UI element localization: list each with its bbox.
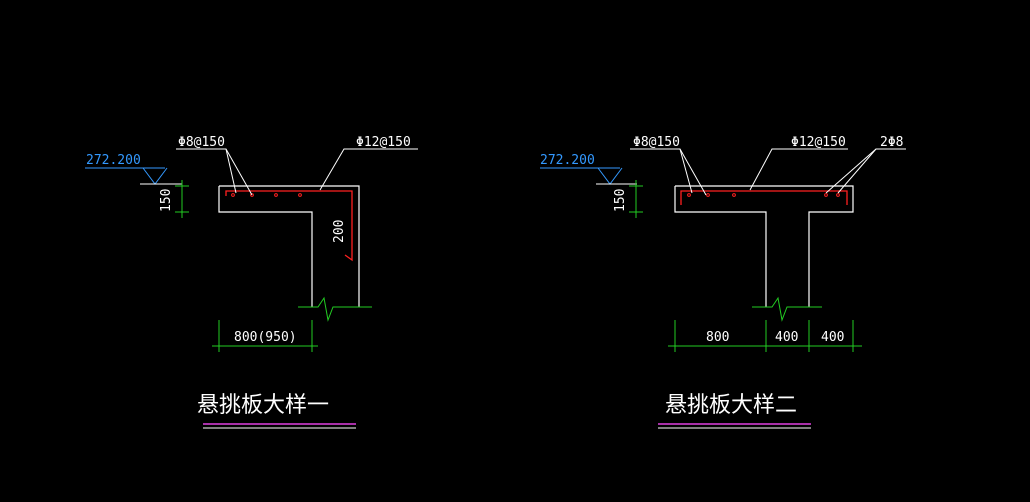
cantilever-slab-outline-two bbox=[674, 185, 854, 307]
rebar-label-phi8-one: Φ8@150 bbox=[178, 135, 225, 150]
leaders-one bbox=[176, 148, 418, 196]
rebar-top-one bbox=[225, 190, 353, 262]
width-dim-one: 800(950) bbox=[234, 330, 297, 345]
rebar-dots-one bbox=[231, 193, 302, 197]
elevation-label-two: 272.200 bbox=[540, 153, 595, 168]
width-dim-lines-two bbox=[668, 320, 862, 352]
rebar-label-phi8-two: Φ8@150 bbox=[633, 135, 680, 150]
width-dim-right-two: 400 bbox=[821, 330, 844, 345]
elevation-marker-one bbox=[85, 167, 182, 185]
rebar-label-phi12-one: Φ12@150 bbox=[356, 135, 411, 150]
elevation-label-one: 272.200 bbox=[86, 153, 141, 168]
thickness-dim-line-two bbox=[629, 180, 643, 218]
rebar-label-phi12-two: Φ12@150 bbox=[791, 135, 846, 150]
width-dim-line-one bbox=[212, 320, 318, 352]
break-line-one bbox=[298, 296, 372, 322]
thickness-dim-line-one bbox=[175, 180, 189, 218]
detail-title-two: 悬挑板大样二 bbox=[665, 393, 797, 418]
leaders-two bbox=[630, 148, 906, 196]
rebar-label-2phi8-two: 2Φ8 bbox=[880, 135, 903, 150]
elevation-marker-two bbox=[540, 167, 637, 185]
detail-title-one: 悬挑板大样一 bbox=[197, 393, 329, 418]
width-dim-left-two: 800 bbox=[706, 330, 729, 345]
detail-two: 272.200 Φ8@150 Φ12@150 2Φ8 150 bbox=[540, 135, 906, 429]
rebar-top-two bbox=[680, 190, 848, 205]
detail-one: 272.200 Φ8@150 Φ12@150 150 200 bbox=[85, 135, 418, 429]
width-dim-mid-two: 400 bbox=[775, 330, 798, 345]
wall-dim-one: 200 bbox=[332, 220, 347, 243]
thickness-dim-one: 150 bbox=[159, 189, 174, 212]
break-line-two bbox=[752, 296, 822, 322]
thickness-dim-two: 150 bbox=[613, 189, 628, 212]
cantilever-slab-outline-one bbox=[218, 185, 360, 307]
rebar-dots-two bbox=[687, 193, 840, 197]
